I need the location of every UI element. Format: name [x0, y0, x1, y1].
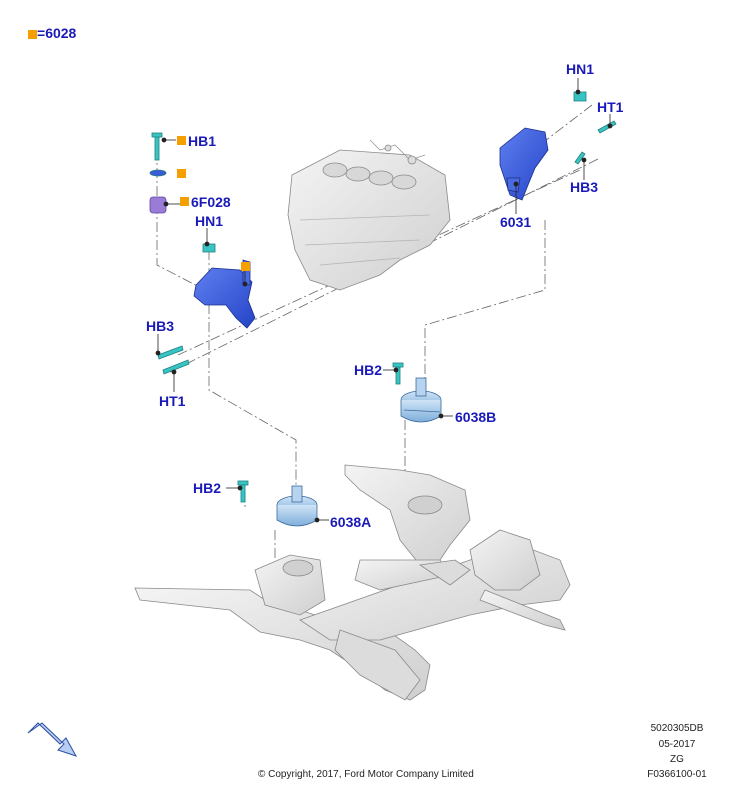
- reference-code-3: ZG: [670, 754, 684, 765]
- engine-block: [287, 139, 451, 291]
- legend-equals: =: [37, 25, 46, 41]
- label-hb3-right: HB3: [570, 179, 599, 195]
- fasteners: [149, 91, 617, 503]
- label-6038b: 6038B: [455, 409, 497, 425]
- legend-code: 6028: [45, 25, 77, 41]
- reference-code-1: 5020305DB: [650, 723, 704, 734]
- leader-lines: [155, 78, 613, 523]
- subframe: [134, 464, 571, 701]
- label-hn1-left: HN1: [195, 213, 224, 229]
- marker-square-icon: [28, 29, 37, 39]
- engine-mount-6038b: [400, 377, 442, 423]
- label-hn1-top: HN1: [566, 61, 595, 77]
- marker-washer-icon: [177, 169, 186, 178]
- label-hb3-left: HB3: [146, 318, 175, 334]
- marker-hb1-icon: [177, 136, 186, 145]
- marker-bracket-icon: [241, 262, 250, 271]
- label-ht1-left: HT1: [159, 393, 186, 409]
- marker-6f028-icon: [180, 197, 189, 206]
- label-6f028: 6F028: [191, 194, 231, 210]
- label-hb2-left: HB2: [193, 480, 222, 496]
- arrow-icon: [27, 722, 78, 757]
- label-hb1: HB1: [188, 133, 217, 149]
- label-hb2-right: HB2: [354, 362, 383, 378]
- right-mount-bracket: [499, 127, 549, 201]
- label-6031: 6031: [500, 214, 532, 230]
- label-ht1-top: HT1: [597, 99, 624, 115]
- legend: =6028: [28, 25, 76, 41]
- copyright: © Copyright, 2017, Ford Motor Company Li…: [258, 769, 474, 780]
- label-6038a: 6038A: [330, 514, 372, 530]
- engine-mount-6038a: [276, 485, 318, 527]
- reference-code-2: 05-2017: [658, 739, 696, 750]
- reference-code-4: F0366100-01: [647, 769, 707, 780]
